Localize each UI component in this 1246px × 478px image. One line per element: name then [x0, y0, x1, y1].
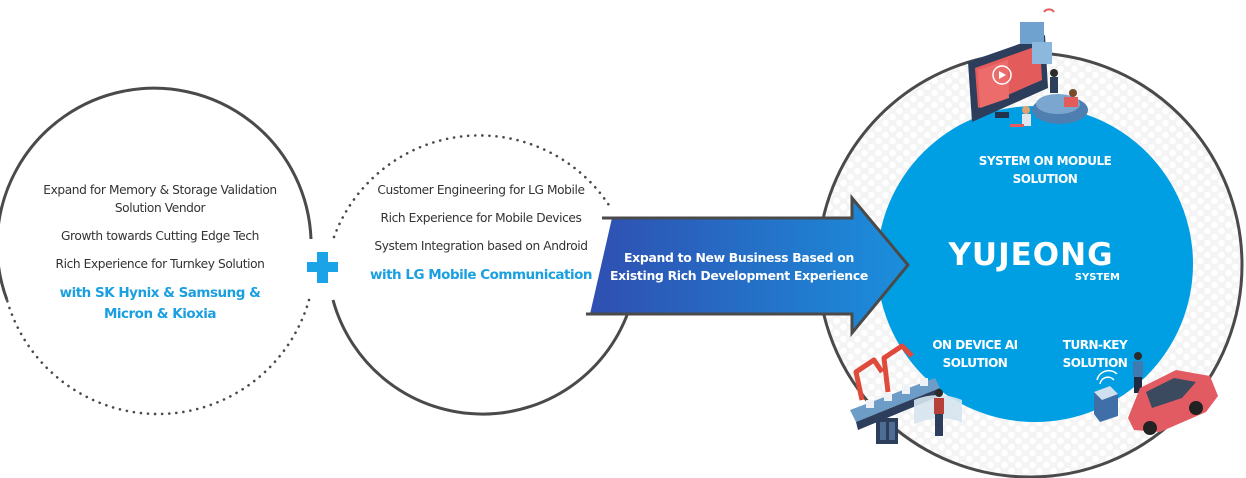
middle-item-3: System Integration based on Android: [374, 239, 588, 253]
logo-subtitle: SYSTEM: [1074, 272, 1120, 283]
left-circle-solid-arc: [0, 86, 313, 301]
plus-icon: [307, 252, 338, 283]
left-item-2: Growth towards Cutting Edge Tech: [61, 229, 259, 243]
car-iot-illustration: [1094, 352, 1218, 435]
right-inner-blue-circle: [877, 106, 1193, 422]
system-on-module-label: SYSTEM ON MODULE SOLUTION: [978, 154, 1112, 186]
expand-arrow: [586, 193, 910, 338]
left-item-3: Rich Experience for Turnkey Solution: [55, 257, 265, 271]
left-item-1: Expand for Memory & Storage Validation S…: [43, 183, 277, 215]
yujeong-logo: YUJEONG SYSTEM: [940, 238, 1122, 284]
turn-key-label: TURN-KEY SOLUTION: [1062, 338, 1128, 370]
middle-item-2: Rich Experience for Mobile Devices: [380, 211, 582, 225]
factory-robot-illustration: [850, 343, 962, 444]
middle-circle-content: Customer Engineering for LG Mobile Rich …: [368, 181, 594, 286]
logo-wordmark: YUJEONG: [948, 237, 1114, 273]
middle-circle: [331, 134, 634, 416]
left-partner-label: with SK Hynix & Samsung & Micron & Kioxi…: [59, 285, 261, 322]
middle-partner-label: with LG Mobile Communication: [370, 267, 592, 283]
tv-entertainment-illustration: [968, 8, 1088, 127]
left-circle-content: Expand for Memory & Storage Validation S…: [40, 181, 280, 325]
left-circle: [0, 86, 313, 416]
middle-circle-solid-arc: [331, 299, 634, 416]
on-device-ai-label: ON DEVICE AI SOLUTION: [932, 338, 1018, 370]
arrow-label: Expand to New Business Based on Existing…: [610, 250, 868, 283]
middle-item-1: Customer Engineering for LG Mobile: [377, 183, 585, 197]
